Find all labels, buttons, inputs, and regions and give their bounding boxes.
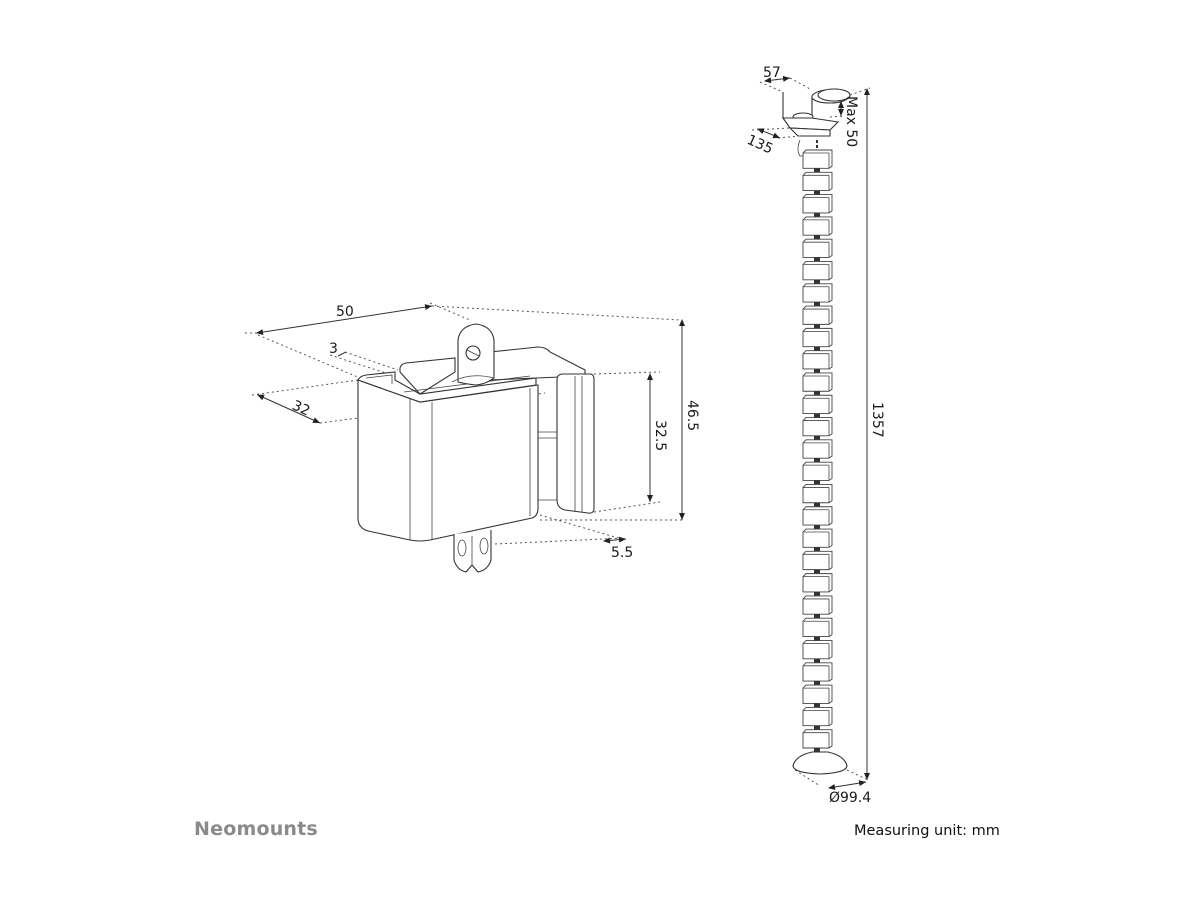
spine-link [802, 595, 833, 615]
spine-link [802, 261, 833, 281]
dim-inner-height-label: 32.5 [652, 420, 668, 451]
spine-link [802, 640, 833, 660]
dim-depth-label: 32 [290, 398, 313, 420]
dim-clamp-width-label: 57 [763, 65, 781, 81]
spine-link [802, 417, 833, 437]
dim-base-diameter-label: Ø99.4 [829, 790, 871, 806]
spine-link [802, 528, 833, 548]
spine-link [802, 506, 833, 526]
spine-link [802, 171, 833, 192]
spine-link [802, 684, 833, 704]
brand-logo: Neomounts [194, 818, 318, 840]
cable-clip-drawing [245, 302, 685, 573]
spine-link [802, 283, 833, 303]
spine-link [802, 327, 833, 348]
spine-link [802, 550, 833, 571]
spine-link [802, 394, 833, 415]
spine-link [802, 483, 833, 504]
spine-link [802, 729, 833, 749]
dim-wall-label: 3 [329, 341, 338, 357]
spine-link [802, 194, 833, 214]
spine-link [802, 305, 833, 325]
spine-link [802, 617, 833, 637]
spine-link [802, 461, 833, 481]
measuring-unit-note: Measuring unit: mm [854, 823, 1000, 839]
cable-spine-drawing [751, 75, 871, 791]
spine-links [802, 140, 833, 752]
spine-link [802, 216, 833, 236]
dim-clamp-depth-label: 135 [744, 132, 775, 157]
spine-link [802, 662, 833, 682]
dim-clamp-max-label: Max 50 [843, 96, 859, 147]
spine-link [802, 573, 833, 593]
spine-link [802, 439, 833, 459]
spine-link [802, 706, 833, 727]
spine-link [802, 350, 833, 370]
dim-width-label: 50 [336, 304, 354, 320]
spine-link [802, 372, 833, 392]
spine-link [802, 149, 833, 169]
dim-total-height-label: 46.5 [684, 400, 700, 431]
dim-offset-label: 5.5 [611, 545, 633, 561]
spine-link [802, 238, 833, 258]
dim-spine-height-label: 1357 [869, 402, 885, 438]
